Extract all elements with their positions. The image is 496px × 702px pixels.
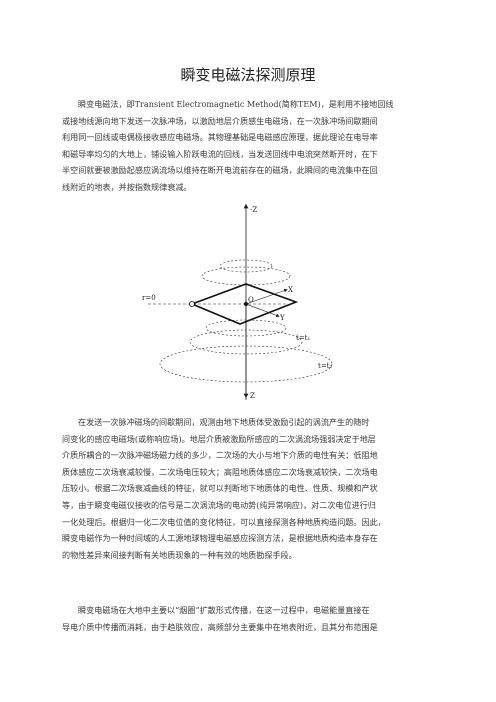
paragraph-secondary-field: 在发送一次脉冲磁场的间歇期间，观测由地下地质体受激励引起的涡流产生的随时 间变化…	[62, 414, 442, 563]
neg-z-label: -Z	[250, 206, 257, 214]
paragraph-line: 半空间就要被激励起感应涡流场以维持在断开电流前存在的磁场，此瞬间的电流集中在回	[62, 165, 378, 176]
paragraph-line: 利用同一回线或电偶极接收感应电磁场。其物理基础是电磁感应原理，据此理论在电导率	[62, 132, 378, 143]
origin-label: O	[248, 296, 254, 304]
paragraph-line: 瞬变电磁法，即Transient Electromagnetic Method(…	[78, 99, 394, 109]
z-label: Z	[250, 392, 255, 400]
paragraph-line: 压较小。根据二次场衰减曲线的特征，就可以判断地下地质体的电性、性质、规模和产状	[62, 483, 378, 494]
paragraph-line: 质体感应二次场衰减较慢，二次场电压较大；高阻地质体感应二次场衰减较快，二次场电	[62, 466, 378, 477]
paragraph-line: 瞬变电磁作为一种时间域的人工源地球物理电磁感应探测方法，是根据地质构造本身存在	[62, 533, 378, 544]
paragraph-line: 导电介质中传播而消耗，由于趋肤效应，高频部分主要集中在地表附近，且其分布范围是	[62, 621, 378, 632]
document-title: 瞬变电磁法探测原理	[180, 66, 316, 84]
t1-label: t=t₁	[296, 334, 310, 342]
smoke-ring-diagram: -Z Z r=0 O X Y t=t₁ t=t₂	[136, 200, 364, 406]
t2-label: t=t₂	[318, 362, 332, 370]
paragraph-line: 一化处理后。根据归一化二次电位值的变化特征，可以直接探测各种地质构造问题。因此，	[62, 516, 386, 527]
paragraph-line: 在发送一次脉冲磁场的间歇期间，观测由地下地质体受激励引起的涡流产生的随时	[78, 417, 370, 427]
y-axis-label: Y	[279, 314, 285, 322]
paragraph-line: 线附近的地表，并按指数规律衰减。	[62, 181, 192, 192]
transmitter-loop	[189, 283, 299, 325]
paragraph-line: 介质所耦合的一次脉冲磁场磁力线的多少，二次场的大小与地下介质的电性有关：低阻地	[62, 450, 378, 461]
paragraph-line: 瞬变电磁场在大地中主要以“烟圈”扩散形式传播，在这一过程中，电磁能量直接在	[78, 605, 370, 615]
paragraph-line: 和磁导率均匀的大地上，铺设输入阶跃电流的回线，当发送回线中电流突然断开时，在下	[62, 148, 378, 159]
paragraph-line: 的物性差异来间接判断有关地质现象的一种有效的地质勘探手段。	[62, 549, 297, 560]
paragraph-intro: 瞬变电磁法，即Transient Electromagnetic Method(…	[62, 96, 442, 196]
paragraph-propagation: 瞬变电磁场在大地中主要以“烟圈”扩散形式传播，在这一过程中，电磁能量直接在 导电…	[62, 602, 442, 635]
paragraph-line: 间变化的感应电磁场(或称响应场)。地层介质被激励所感应的二次涡流场强弱决定于地层	[62, 433, 376, 444]
x-axis-label: X	[288, 286, 293, 294]
r0-label: r=0	[142, 294, 156, 302]
paragraph-line: 等，由于瞬变电磁仪接收的信号是二次涡流场的电动势(纯异常响应)，对二次电位进行归	[62, 499, 376, 510]
paragraph-line: 或接地线源向地下发送一次脉冲场，以激励地层介质感生电磁场，在一次脉冲场间歇期间	[62, 115, 378, 126]
